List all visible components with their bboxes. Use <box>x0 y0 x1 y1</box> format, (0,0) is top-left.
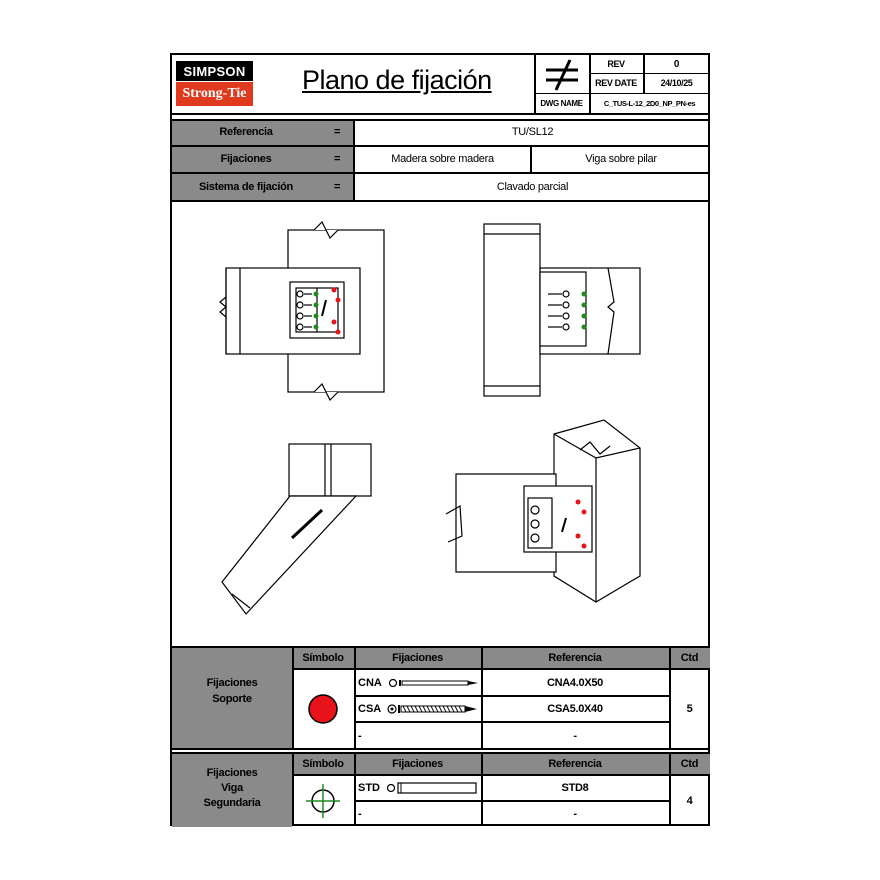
reference-value: - <box>573 729 577 742</box>
fixing-code: STD <box>358 782 380 794</box>
dowel-icon <box>386 782 477 794</box>
fixing-row: CNA <box>358 670 480 695</box>
screw-icon <box>387 704 478 714</box>
red-dot-symbol-icon <box>308 694 338 724</box>
dwg-name-label: DWG NAME <box>540 98 583 108</box>
page-title: Plano de fijación <box>302 65 492 95</box>
col-simbolo: Símbolo <box>302 652 344 664</box>
viga-group-label-3: Segundaria <box>203 796 261 809</box>
fixing-code: - <box>358 729 362 742</box>
sistema-value: Clavado parcial <box>496 181 569 193</box>
drawing-sheet: SIMPSON Strong-Tie Plano de fijación REV… <box>170 53 710 827</box>
viga-group-label: Fijaciones <box>206 766 258 779</box>
quantity-value: 5 <box>686 703 693 715</box>
rev-date-value: 24/10/25 <box>660 78 693 88</box>
equals-sign: = <box>333 126 341 138</box>
col-fijaciones: Fijaciones <box>392 652 443 664</box>
col-simbolo: Símbolo <box>302 758 344 770</box>
dwg-name-value: C_TUS-L-12_2D0_NP_PN-es <box>603 98 696 108</box>
col-ctd: Ctd <box>680 652 699 664</box>
fijaciones-value-2: Viga sobre pilar <box>585 153 657 165</box>
crosshair-symbol-icon <box>306 784 340 818</box>
nail-icon <box>388 678 478 687</box>
rev-label: REV <box>607 59 625 69</box>
equals-sign: = <box>333 181 341 193</box>
referencia-label: Referencia <box>219 126 273 138</box>
fijaciones-label: Fijaciones <box>220 153 272 165</box>
equals-sign: = <box>333 153 341 165</box>
fixing-code: CNA <box>358 676 382 689</box>
fixing-row: - <box>358 802 362 826</box>
fixing-row: STD <box>358 776 478 800</box>
viga-group-label-2: Viga <box>221 781 243 794</box>
col-fijaciones: Fijaciones <box>392 758 443 770</box>
fixing-row: - <box>358 723 362 748</box>
col-referencia: Referencia <box>548 758 602 770</box>
rev-value: 0 <box>673 58 680 70</box>
reference-value: - <box>573 808 577 820</box>
support-nail-markers <box>331 287 587 549</box>
reference-value: CNA4.0X50 <box>547 676 603 689</box>
referencia-value: TU/SL12 <box>511 126 554 138</box>
col-ctd: Ctd <box>680 758 699 770</box>
beam-screw-markers <box>313 291 587 330</box>
fijaciones-value-1: Madera sobre madera <box>391 153 494 165</box>
strong-tie-logo: Strong-Tie <box>176 82 253 106</box>
quantity-value: 4 <box>686 795 693 807</box>
fixing-code: CSA <box>358 703 382 715</box>
rev-date-label: REV DATE <box>595 78 637 88</box>
not-equal-icon <box>546 59 578 91</box>
simpson-logo: SIMPSON <box>176 61 253 81</box>
reference-value: STD8 <box>561 782 589 794</box>
soporte-group-label-2: Soporte <box>212 693 252 705</box>
fixing-row: CSA <box>358 697 479 721</box>
technical-drawing <box>219 220 641 615</box>
reference-value: CSA5.0X40 <box>547 703 603 715</box>
col-referencia: Referencia <box>548 652 602 664</box>
fixing-code: - <box>358 808 362 820</box>
sistema-label: Sistema de fijación <box>199 181 293 193</box>
soporte-group-label: Fijaciones <box>206 677 258 689</box>
